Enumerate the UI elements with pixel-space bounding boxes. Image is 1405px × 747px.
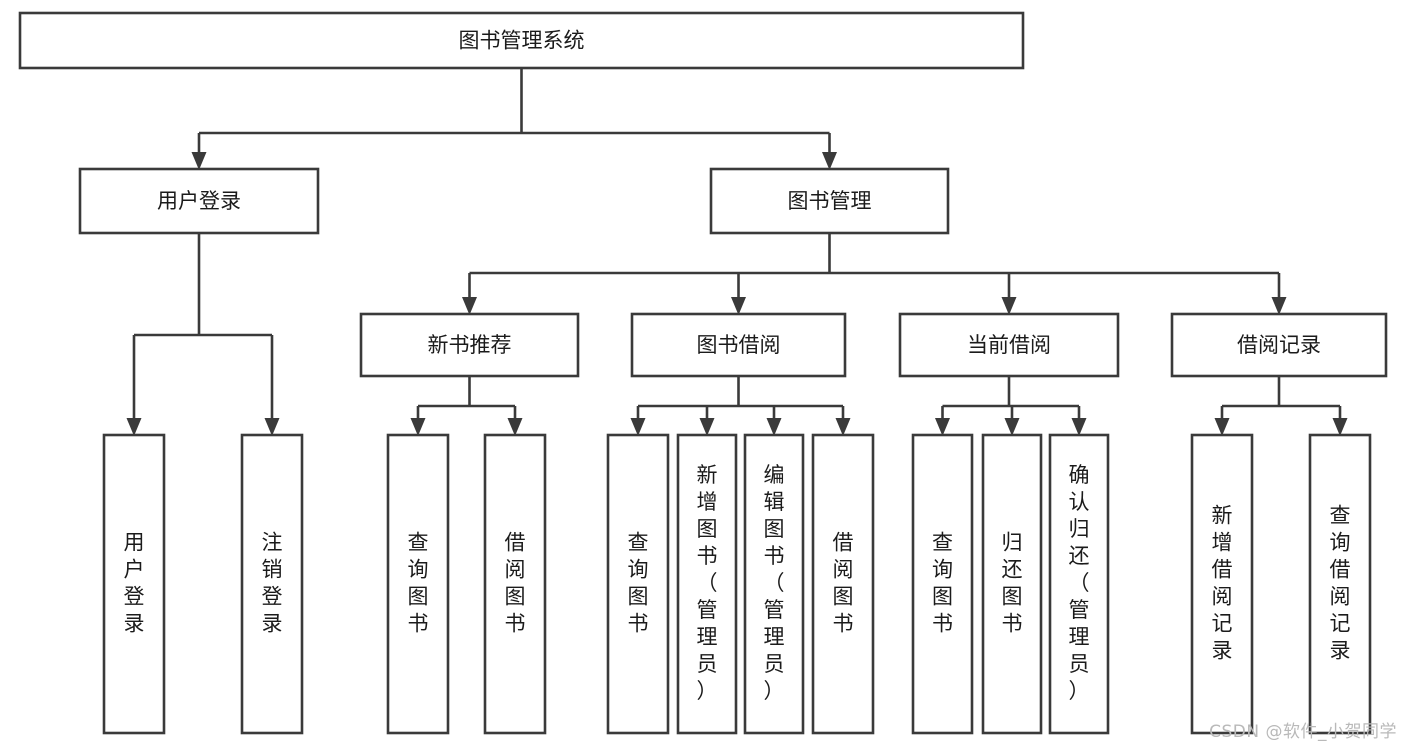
- node-root[interactable]: 图书管理系统: [18, 11, 1025, 70]
- arrow-head-icon: [766, 418, 782, 436]
- node-box[interactable]: [18, 11, 1025, 70]
- arrow-head-icon: [410, 418, 426, 436]
- node-current-borrow[interactable]: 当前借阅: [898, 312, 1120, 378]
- arrow-head-icon: [191, 152, 207, 170]
- node-box[interactable]: [981, 433, 1043, 735]
- node-leaf-user-login[interactable]: 用户登录: [102, 433, 166, 735]
- node-user-login[interactable]: 用户登录: [78, 167, 320, 235]
- arrow-head-icon: [507, 418, 523, 436]
- connectors-layer: [126, 68, 1348, 436]
- connector-group: [126, 233, 280, 436]
- connector-group: [935, 376, 1087, 436]
- node-box[interactable]: [911, 433, 974, 735]
- node-label: 图书管理系统: [459, 29, 585, 53]
- node-label: 查询图书: [628, 531, 649, 636]
- connector-group: [462, 233, 1287, 315]
- node-label: 借阅记录: [1237, 333, 1321, 357]
- node-label: 归还图书: [1002, 531, 1023, 636]
- node-box[interactable]: [102, 433, 166, 735]
- node-label: 用户登录: [157, 189, 241, 213]
- node-box[interactable]: [1190, 433, 1254, 735]
- node-label: 编辑图书（管理员）: [764, 463, 785, 703]
- node-label: 用户登录: [124, 531, 145, 636]
- node-box[interactable]: [386, 433, 450, 735]
- node-box[interactable]: [1170, 312, 1388, 378]
- node-label: 新书推荐: [428, 333, 512, 357]
- arrow-head-icon: [1271, 297, 1287, 315]
- node-box[interactable]: [898, 312, 1120, 378]
- node-label: 查询图书: [408, 531, 429, 636]
- node-box[interactable]: [1308, 433, 1372, 735]
- arrow-head-icon: [1214, 418, 1230, 436]
- node-box[interactable]: [709, 167, 950, 235]
- node-leaf-return-book[interactable]: 归还图书: [981, 433, 1043, 735]
- node-label: 查询图书: [932, 531, 953, 636]
- node-box[interactable]: [483, 433, 547, 735]
- node-book-manage[interactable]: 图书管理: [709, 167, 950, 235]
- node-box[interactable]: [676, 433, 738, 735]
- arrow-head-icon: [264, 418, 280, 436]
- arrow-head-icon: [126, 418, 142, 436]
- node-label: 注销登录: [262, 531, 283, 636]
- arrow-head-icon: [1332, 418, 1348, 436]
- node-borrow-record[interactable]: 借阅记录: [1170, 312, 1388, 378]
- node-box[interactable]: [78, 167, 320, 235]
- node-label: 当前借阅: [967, 333, 1051, 357]
- node-box[interactable]: [811, 433, 875, 735]
- connector-group: [410, 376, 523, 436]
- node-new-book-recommend[interactable]: 新书推荐: [359, 312, 580, 378]
- arrow-head-icon: [731, 297, 746, 315]
- node-label: 借阅图书: [833, 531, 854, 636]
- node-box[interactable]: [1048, 433, 1110, 735]
- connector-group: [191, 68, 837, 170]
- node-label: 图书借阅: [697, 333, 781, 357]
- watermark: CSDN @软件_小贺同学: [1209, 722, 1397, 742]
- nodes-layer: 图书管理系统用户登录图书管理新书推荐图书借阅当前借阅借阅记录用户登录注销登录查询…: [18, 11, 1388, 735]
- node-leaf-borrow-book-bor[interactable]: 借阅图书: [811, 433, 875, 735]
- node-label: 确认归还（管理员）: [1069, 463, 1090, 703]
- node-box[interactable]: [240, 433, 304, 735]
- arrow-head-icon: [835, 418, 851, 436]
- node-box[interactable]: [606, 433, 670, 735]
- arrow-head-icon: [822, 152, 837, 170]
- arrow-head-icon: [462, 297, 477, 315]
- arrow-head-icon: [699, 418, 715, 436]
- node-box[interactable]: [630, 312, 847, 378]
- arrow-head-icon: [1004, 418, 1020, 436]
- node-book-borrow[interactable]: 图书借阅: [630, 312, 847, 378]
- connector-group: [630, 376, 851, 436]
- node-leaf-query-book-rec[interactable]: 查询图书: [386, 433, 450, 735]
- connector-group: [1214, 376, 1348, 436]
- node-label: 借阅图书: [505, 531, 526, 636]
- node-leaf-add-borrow-record[interactable]: 新增借阅记录: [1190, 433, 1254, 735]
- node-box[interactable]: [743, 433, 805, 735]
- node-box[interactable]: [359, 312, 580, 378]
- node-leaf-query-book-cur[interactable]: 查询图书: [911, 433, 974, 735]
- node-leaf-query-book-bor[interactable]: 查询图书: [606, 433, 670, 735]
- node-label: 新增借阅记录: [1212, 504, 1233, 663]
- node-leaf-edit-book-admin[interactable]: 编辑图书（管理员）: [743, 433, 805, 735]
- node-label: 查询借阅记录: [1330, 504, 1351, 663]
- arrow-head-icon: [1071, 418, 1087, 436]
- node-leaf-borrow-book-rec[interactable]: 借阅图书: [483, 433, 547, 735]
- node-label: 图书管理: [788, 189, 872, 213]
- arrow-head-icon: [935, 418, 950, 436]
- arrow-head-icon: [630, 418, 646, 436]
- node-leaf-user-logout[interactable]: 注销登录: [240, 433, 304, 735]
- arrow-head-icon: [1001, 297, 1017, 315]
- node-leaf-add-book-admin[interactable]: 新增图书（管理员）: [676, 433, 738, 735]
- node-leaf-confirm-return-admin[interactable]: 确认归还（管理员）: [1048, 433, 1110, 735]
- node-leaf-query-borrow-record[interactable]: 查询借阅记录: [1308, 433, 1372, 735]
- node-label: 新增图书（管理员）: [697, 463, 718, 703]
